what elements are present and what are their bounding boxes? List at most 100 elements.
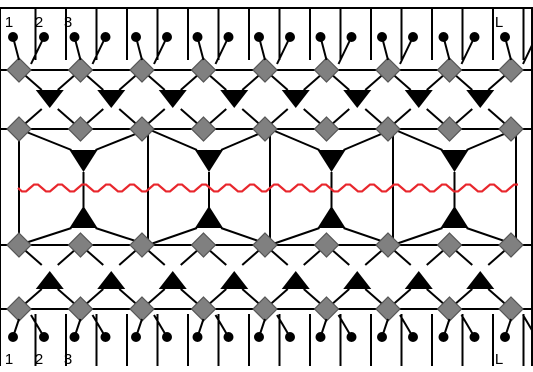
diamond-bottom-row1 — [252, 232, 278, 258]
diamond-top-row2 — [498, 116, 524, 142]
triangle-tensor-top — [35, 90, 64, 108]
top-label-3: 3 — [64, 14, 72, 31]
triangle-tensor-bottom — [281, 271, 310, 289]
top-site-dot — [438, 32, 449, 42]
bottom-site-dot — [469, 332, 480, 342]
triangle-tensor-top — [466, 90, 495, 108]
triangle-tensor-top — [404, 90, 433, 108]
triangle-tensor-top — [343, 90, 372, 108]
diamond-top-row2 — [6, 116, 32, 142]
site-legs — [8, 32, 533, 342]
triangle-tensor-bottom — [35, 271, 64, 289]
bottom-label-1: 1 — [5, 351, 13, 368]
triangle-tensor-middle-top — [317, 150, 346, 172]
top-site-dot — [408, 32, 418, 42]
bottom-site-leg — [522, 314, 533, 334]
top-site-dot — [285, 32, 295, 42]
triangle-tensor-bottom — [466, 271, 495, 289]
triangle-tensor-top — [158, 90, 187, 108]
diamond-bottom-row1 — [436, 232, 463, 258]
top-label-L: L — [495, 14, 503, 31]
diamond-bottom-row1 — [313, 232, 340, 258]
top-site-leg — [522, 40, 533, 65]
diamond-top-row2 — [67, 116, 94, 142]
diamond-top-row1 — [129, 57, 155, 83]
diamond-top-row2 — [190, 116, 217, 142]
diamond-bottom-row1 — [67, 232, 94, 258]
triangle-tensor-bottom — [97, 271, 126, 289]
diamond-bottom-row1 — [190, 232, 217, 258]
top-site-dot — [100, 32, 111, 42]
triangle-tensor-middle-top — [195, 150, 223, 172]
edge — [269, 128, 320, 151]
bottom-site-dot — [285, 332, 295, 342]
top-site-dot — [131, 32, 141, 42]
top-site-dot — [254, 32, 264, 42]
top-site-dot — [377, 32, 387, 42]
diamond-top-row2 — [252, 116, 278, 142]
bottom-site-dot — [223, 332, 234, 342]
triangle-tensor-middle-bottom — [317, 206, 346, 228]
diamond-top-row1 — [67, 57, 94, 83]
top-site-dot — [39, 32, 49, 42]
edge — [392, 227, 443, 246]
diamond-top-row1 — [6, 57, 32, 83]
bottom-site-dot — [100, 332, 111, 342]
bottom-site-dot — [315, 332, 326, 342]
triangle-tensor-bottom — [343, 271, 372, 289]
top-site-dot — [346, 32, 357, 42]
bottom-site-dot — [131, 332, 141, 342]
bottom-site-dot — [408, 332, 418, 342]
edge — [147, 128, 198, 151]
bottom-label-2: 2 — [35, 351, 43, 368]
top-site-dot — [8, 32, 18, 42]
bottom-site-dot — [69, 332, 80, 342]
diamond-top-row1 — [375, 57, 401, 83]
top-site-dot — [69, 32, 80, 42]
triangle-tensors — [35, 90, 495, 289]
top-site-dot — [469, 32, 480, 42]
bottom-site-dot — [346, 332, 357, 342]
diamond-bottom-row1 — [6, 232, 32, 258]
diamond-top-row2 — [375, 116, 401, 142]
bottom-site-dot — [254, 332, 264, 342]
bottom-site-dot — [500, 332, 510, 342]
bottom-site-dot — [438, 332, 449, 342]
top-label-1: 1 — [5, 14, 13, 31]
edge — [392, 128, 443, 151]
triangle-tensor-middle-bottom — [440, 206, 469, 228]
triangle-tensor-middle-bottom — [69, 206, 98, 228]
diamond-top-row1 — [190, 57, 217, 83]
red-wavy-line — [17, 183, 518, 193]
triangle-tensor-top — [281, 90, 310, 108]
triangle-tensor-bottom — [404, 271, 433, 289]
triangle-tensor-top — [220, 90, 249, 108]
bottom-label-3: 3 — [64, 351, 72, 368]
diamond-top-row2 — [129, 116, 155, 142]
top-site-dot — [192, 32, 203, 42]
diamond-top-row1 — [436, 57, 463, 83]
triangle-tensor-middle-top — [440, 150, 469, 172]
triangle-tensor-middle-top — [69, 150, 98, 172]
diamond-top-row2 — [313, 116, 340, 142]
bottom-site-dot — [8, 332, 18, 342]
triangle-tensor-bottom — [158, 271, 187, 289]
bottom-site-dot — [377, 332, 387, 342]
triangle-tensor-bottom — [220, 271, 249, 289]
top-site-dot — [162, 32, 172, 42]
diamond-bottom-row1 — [498, 232, 524, 258]
diamond-top-row1 — [252, 57, 278, 83]
triangle-tensor-middle-bottom — [195, 206, 223, 228]
diamond-bottom-row1 — [375, 232, 401, 258]
top-site-dot — [315, 32, 326, 42]
triangle-tensor-top — [97, 90, 126, 108]
diamond-top-row1 — [313, 57, 340, 83]
diamond-tensors — [6, 57, 524, 322]
bottom-site-dot — [192, 332, 203, 342]
diamond-top-row2 — [436, 116, 463, 142]
bottom-label-L: L — [495, 351, 503, 368]
diamond-top-row1 — [498, 57, 524, 83]
edge — [269, 227, 320, 246]
diamond-bottom-row1 — [129, 232, 155, 258]
top-site-dot — [223, 32, 234, 42]
